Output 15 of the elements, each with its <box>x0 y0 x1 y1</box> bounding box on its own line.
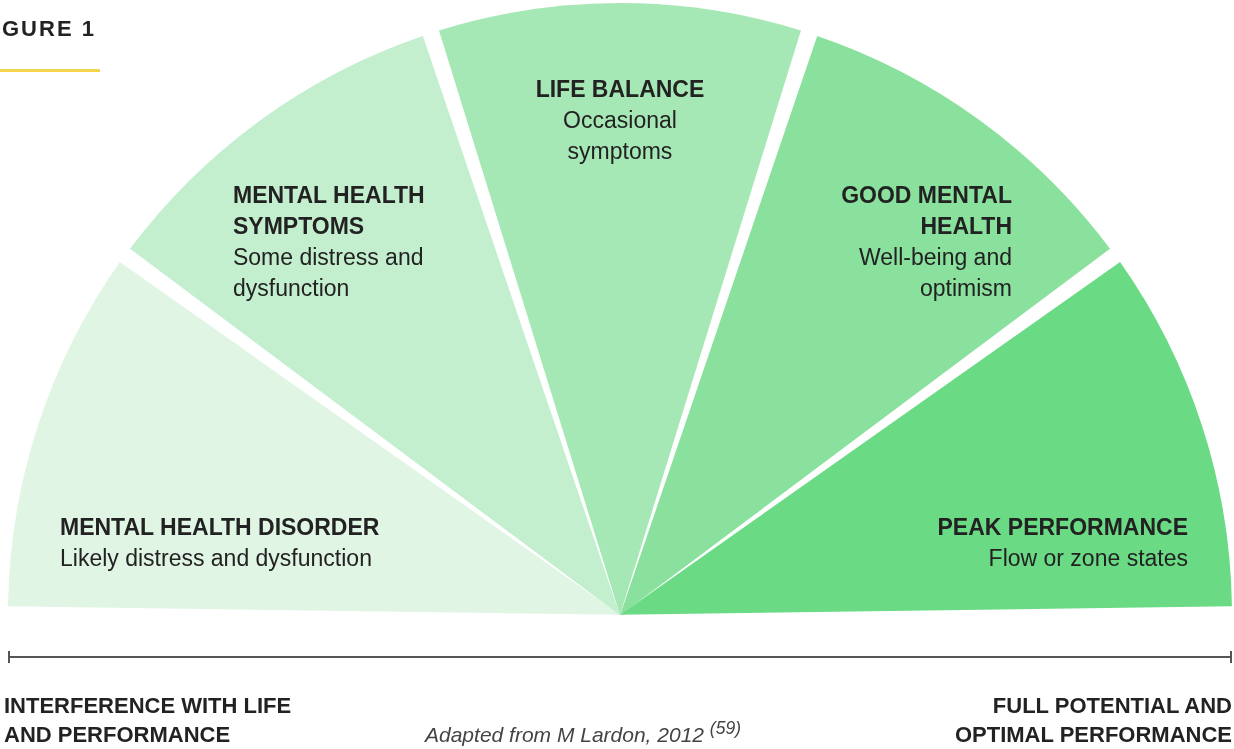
segment-heading: PEAK PERFORMANCE <box>936 513 1188 542</box>
segment-heading: MENTAL HEALTH DISORDER <box>60 513 381 542</box>
segment-heading: GOOD MENTAL HEALTH <box>840 181 1012 241</box>
figure-title: GURE 1 <box>2 16 96 42</box>
scale-end-label: INTERFERENCE WITH LIFE AND PERFORMANCE <box>4 692 293 749</box>
segment-description: Likely distress and dysfunction <box>60 544 373 573</box>
segment-description: Some distress and dysfunction <box>233 243 425 303</box>
gauge-segment <box>439 3 801 615</box>
segment-description: Flow or zone states <box>987 544 1188 573</box>
segment-heading: MENTAL HEALTH SYMPTOMS <box>233 181 426 241</box>
source-caption: Adapted from M Lardon, 2012 $^{(59)}$ <box>425 718 741 747</box>
segment-description: Occasional symptoms <box>562 106 678 166</box>
segment-heading: LIFE BALANCE <box>534 75 706 104</box>
segment-description: Well-being and optimism <box>858 243 1012 303</box>
scale-end-label: FULL POTENTIAL AND OPTIMAL PERFORMANCE <box>953 692 1232 749</box>
